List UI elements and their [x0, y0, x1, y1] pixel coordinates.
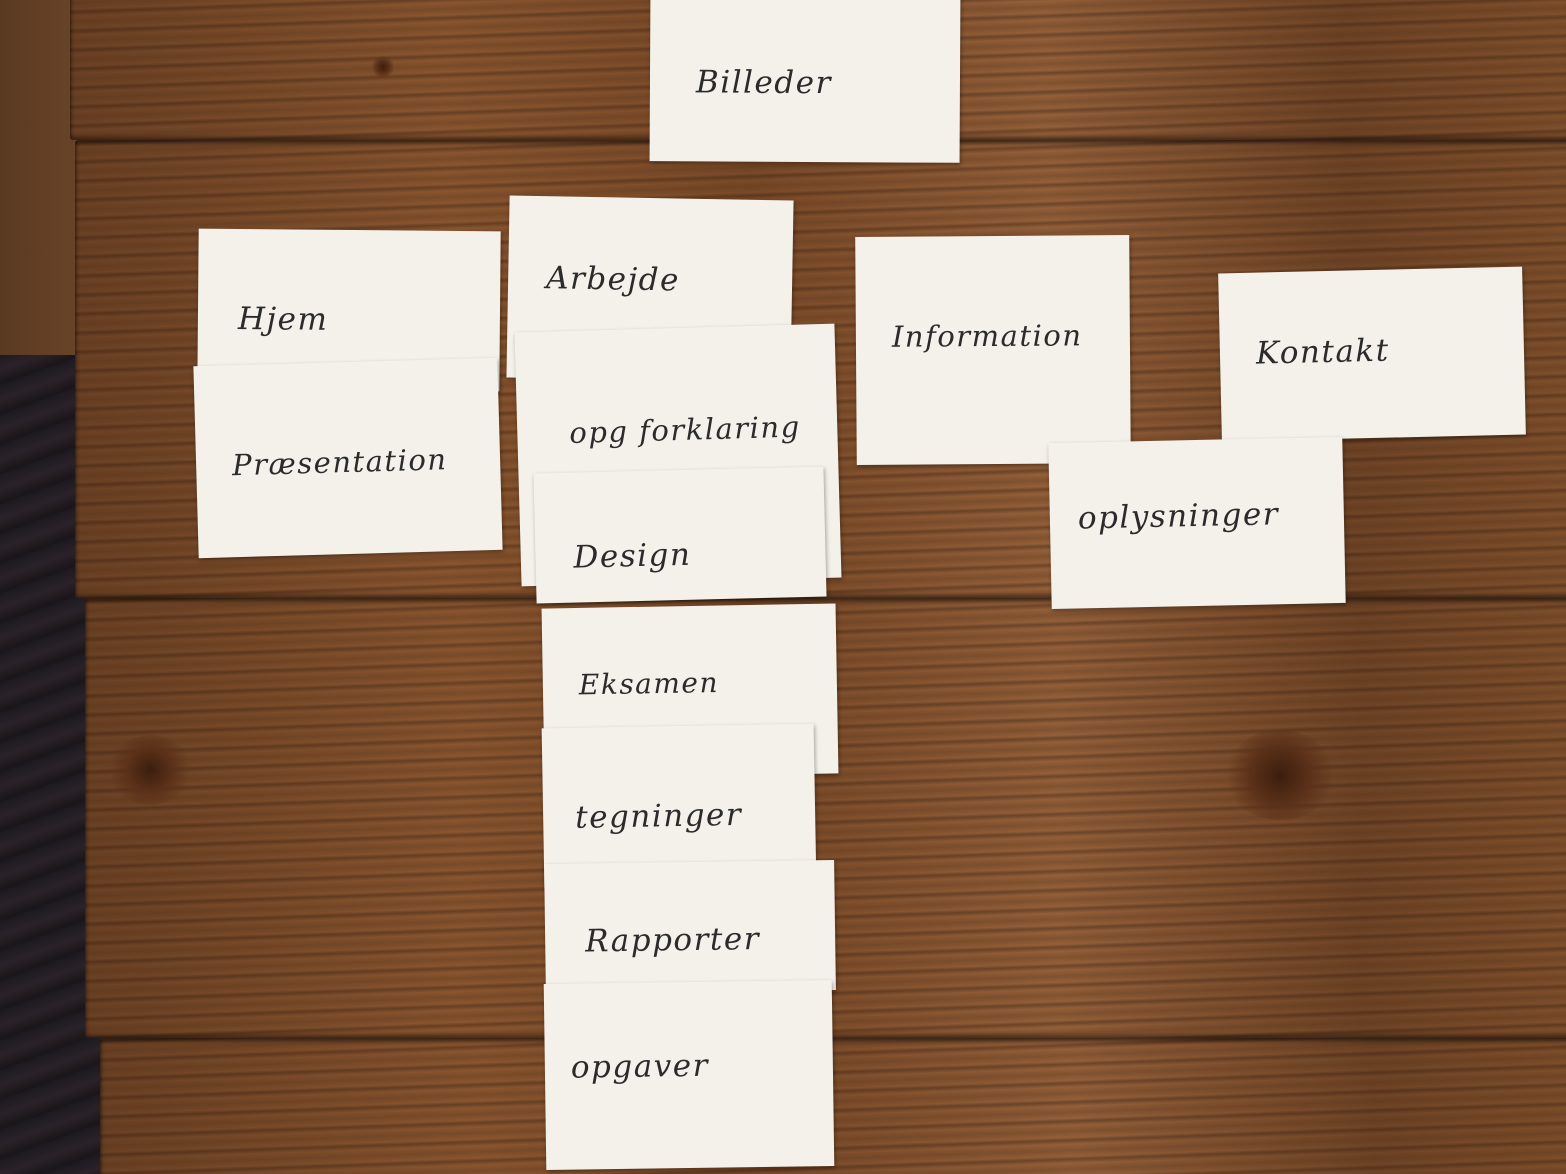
card-information: Information — [855, 235, 1131, 465]
card-rapporter: Rapporter — [544, 859, 836, 995]
card-billeder: Billeder — [649, 0, 961, 163]
card-label: opgaver — [570, 1047, 710, 1086]
card-label: Billeder — [695, 64, 832, 102]
card-oplysninger: oplysninger — [1048, 436, 1346, 610]
card-label: Design — [573, 536, 692, 576]
card-label: Kontakt — [1255, 332, 1390, 372]
card-label: Præsentation — [231, 442, 448, 483]
card-label: Rapporter — [584, 921, 761, 960]
card-design: Design — [533, 466, 827, 604]
card-label: Eksamen — [578, 665, 720, 701]
wood-knot — [372, 56, 394, 78]
wood-knot — [110, 735, 190, 805]
card-praesentation: Præsentation — [193, 357, 503, 559]
card-kontakt: Kontakt — [1218, 266, 1526, 442]
card-opgaver: opgaver — [543, 979, 835, 1171]
wood-knot — [1225, 730, 1335, 820]
card-label: Hjem — [237, 300, 329, 338]
card-label: tegninger — [574, 796, 743, 836]
card-label: Information — [891, 318, 1083, 355]
card-label: opg forklaring — [568, 409, 802, 450]
card-label: oplysninger — [1077, 496, 1280, 537]
card-label: Arbejde — [545, 260, 681, 299]
